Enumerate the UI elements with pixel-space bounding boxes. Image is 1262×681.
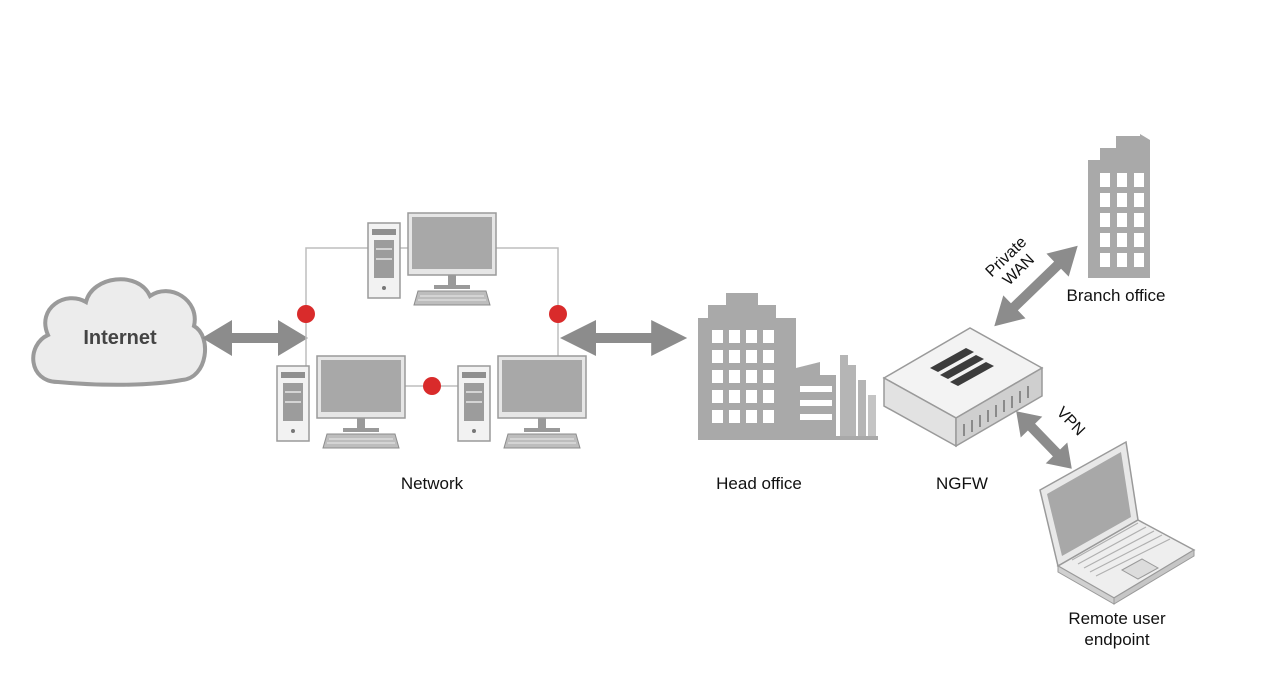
internet-cloud-icon <box>31 277 208 387</box>
network-label: Network <box>400 474 464 493</box>
branch-office-label: Branch office <box>1066 286 1166 305</box>
internet-label: Internet <box>83 327 157 349</box>
computer-icon <box>367 212 497 306</box>
network-node <box>549 305 567 323</box>
computer-icon <box>276 355 406 449</box>
private-wan-arrow <box>994 245 1078 327</box>
ngfw-appliance-icon <box>882 327 1044 448</box>
ngfw-label: NGFW <box>936 474 988 493</box>
laptop-icon <box>1039 440 1196 605</box>
branch-office-building-icon <box>1088 134 1150 278</box>
computer-icon <box>457 355 587 449</box>
remote-user-label: Remote user endpoint <box>1050 608 1184 650</box>
network-node <box>423 377 441 395</box>
internet-network-arrow <box>202 320 308 356</box>
remote-user-label-line1: Remote user <box>1068 609 1166 628</box>
head-office-building-icon <box>698 293 878 440</box>
network-headoffice-arrow <box>560 320 688 356</box>
vpn-arrow <box>1016 411 1072 469</box>
remote-user-label-line2: endpoint <box>1084 630 1150 649</box>
head-office-label: Head office <box>716 474 802 493</box>
network-node <box>297 305 315 323</box>
